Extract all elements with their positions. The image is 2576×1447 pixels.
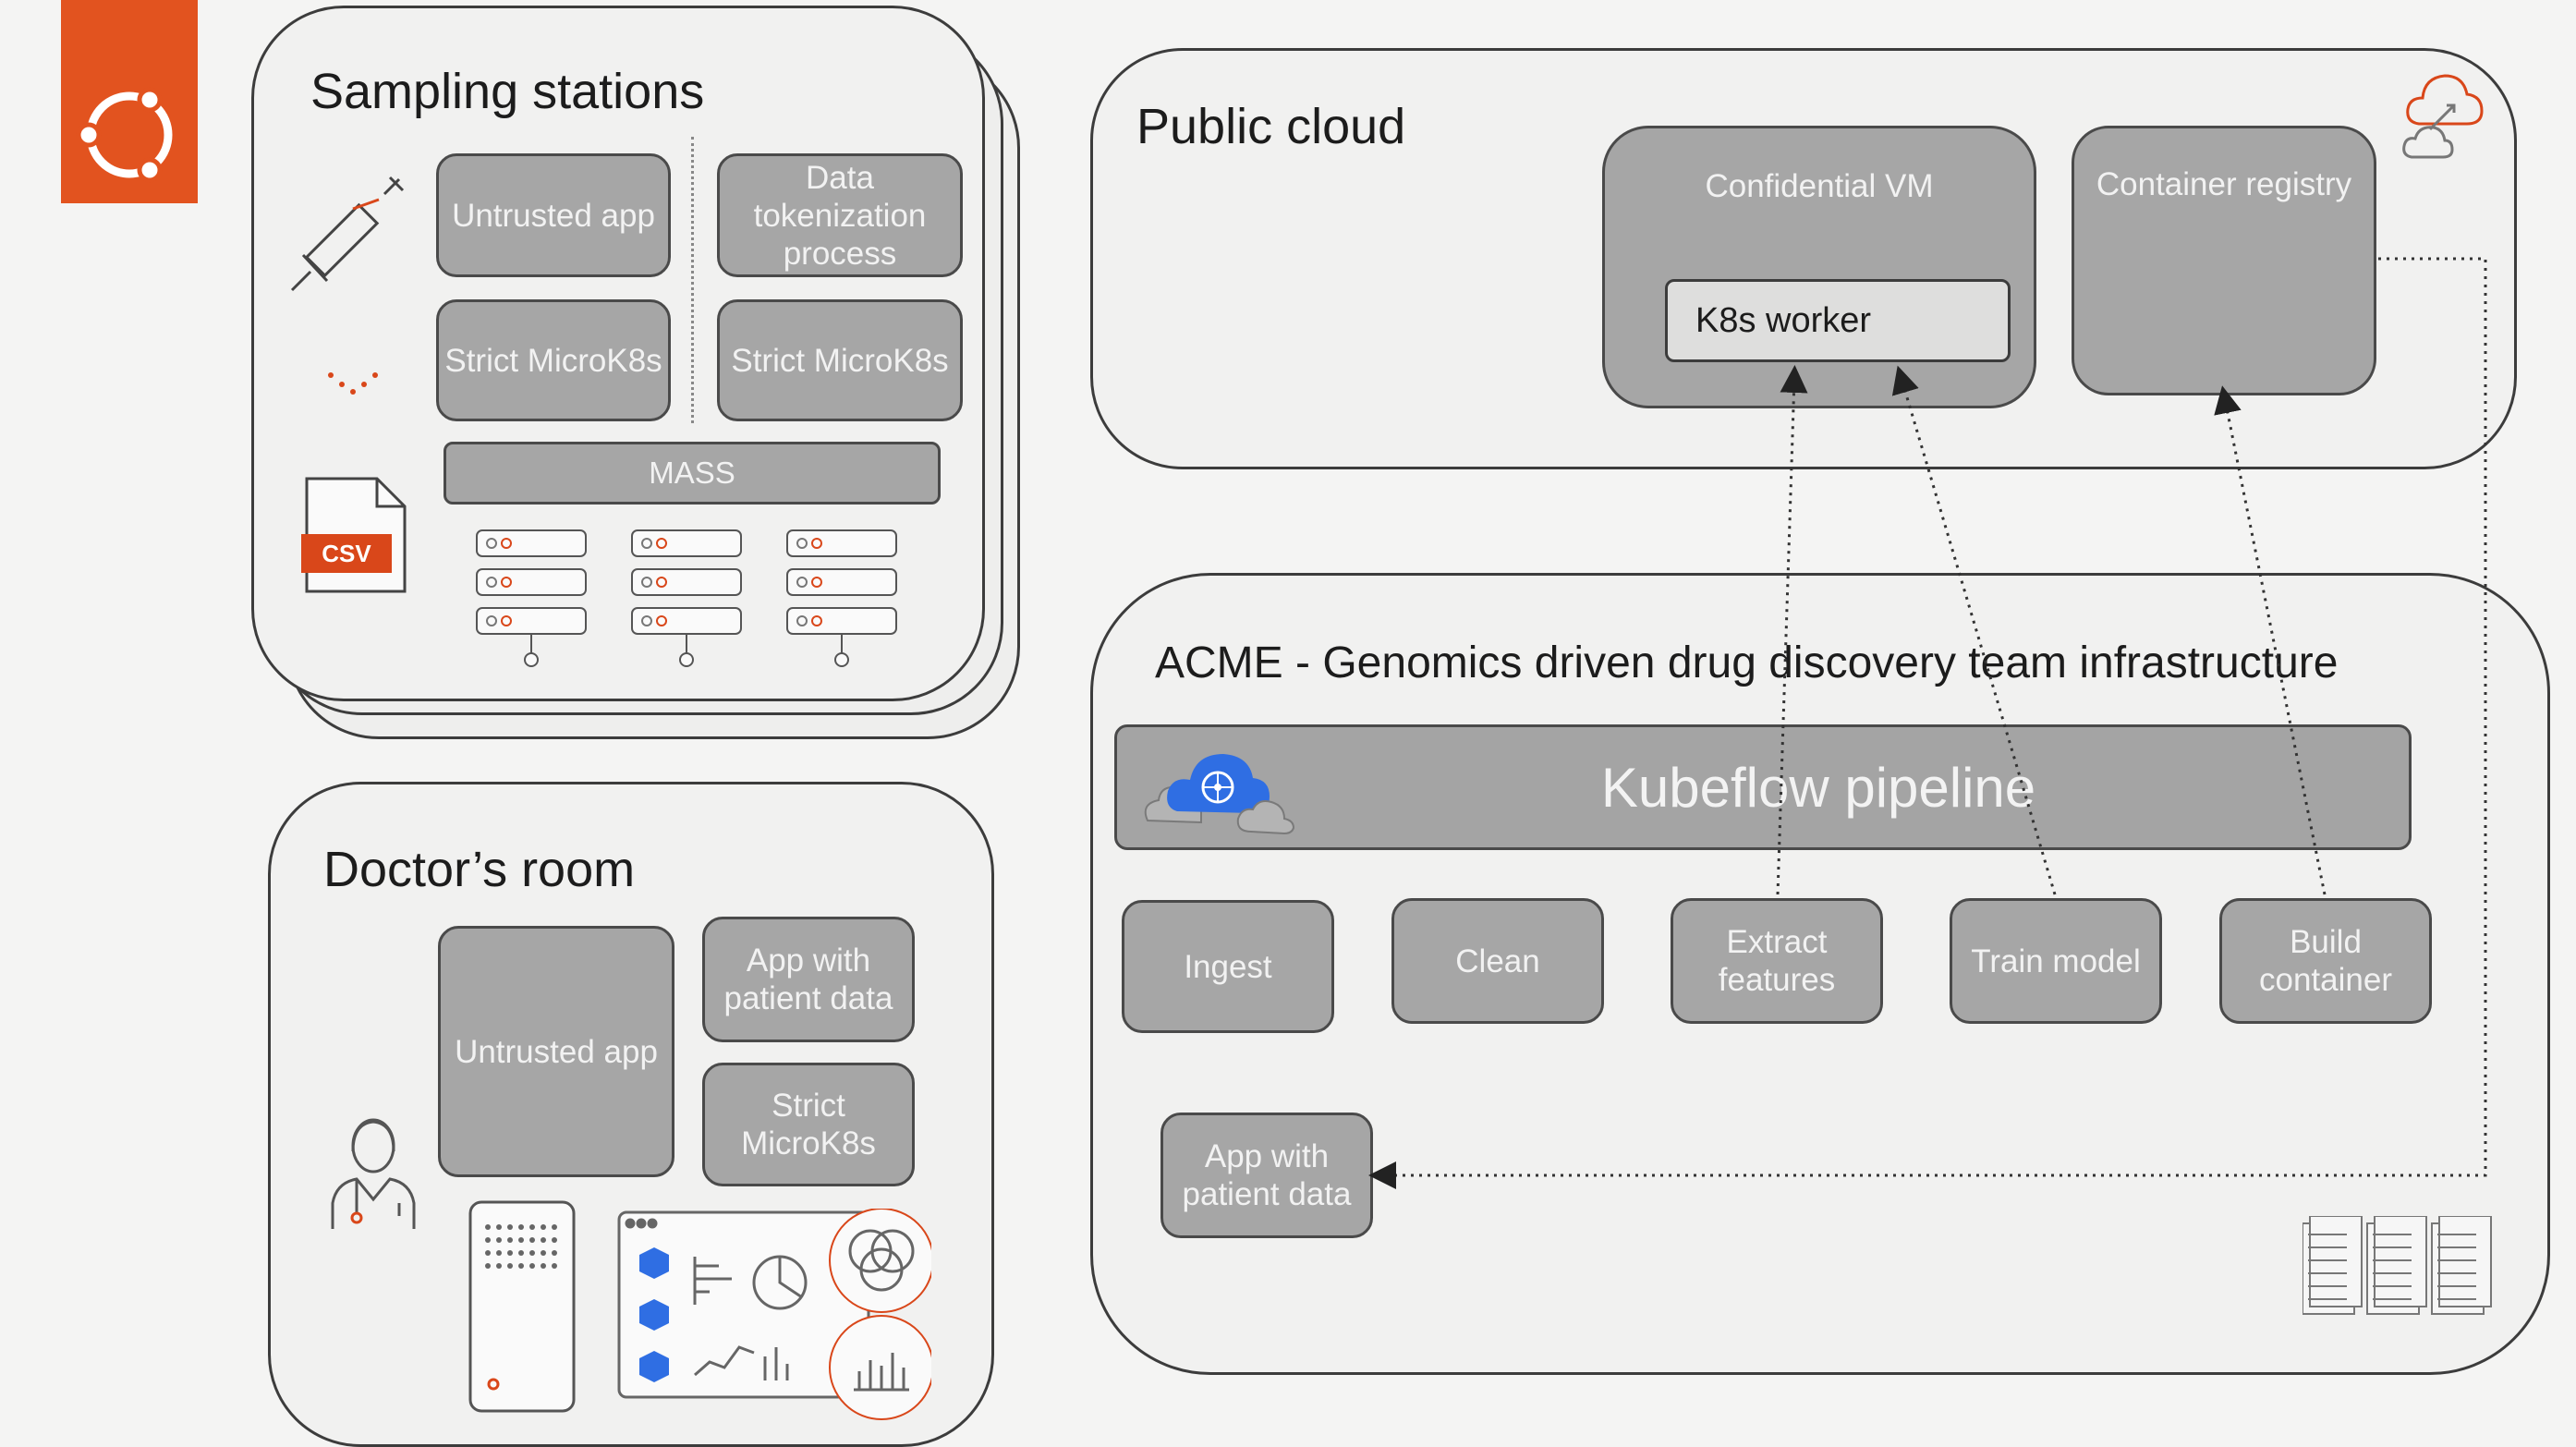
build-container-label: Build container <box>2259 924 2392 998</box>
untrusted-app-box-doctor: Untrusted app <box>438 926 674 1177</box>
doctor-icon <box>325 1114 421 1231</box>
mass-bar: MASS <box>444 442 941 505</box>
train-model-label: Train model <box>1971 942 2141 979</box>
extract-features-step: Extract features <box>1671 898 1883 1024</box>
app-patient-data-label-acme: App with patient data <box>1182 1138 1352 1212</box>
divider <box>691 137 695 423</box>
ingest-label: Ingest <box>1184 948 1272 985</box>
syringe-icon <box>288 172 418 301</box>
k8s-worker-label: K8s worker <box>1695 300 1872 340</box>
csv-badge: CSV <box>301 534 392 573</box>
clean-label: Clean <box>1455 942 1540 979</box>
confidential-vm-label: Confidential VM <box>1705 168 1934 204</box>
strict-microk8s-label-doctor: Strict MicroK8s <box>741 1088 876 1161</box>
dashboard-icon <box>617 1208 934 1430</box>
app-patient-data-box-doctor: App with patient data <box>702 917 915 1042</box>
ingest-step: Ingest <box>1122 900 1334 1033</box>
container-registry-box: Container registry <box>2072 126 2376 395</box>
kubeflow-cloud-icon <box>1140 739 1297 841</box>
app-patient-data-label-doctor: App with patient data <box>723 942 893 1016</box>
untrusted-app-label-doctor: Untrusted app <box>455 1033 658 1070</box>
phone-icon <box>468 1199 577 1414</box>
build-container-step: Build container <box>2219 898 2432 1024</box>
server-cluster-icon <box>2302 1215 2498 1319</box>
public-cloud-title: Public cloud <box>1136 99 1406 154</box>
ubuntu-logo-icon <box>61 0 198 203</box>
strict-microk8s-box-doctor: Strict MicroK8s <box>702 1063 915 1186</box>
mass-label: MASS <box>649 456 735 490</box>
extract-features-label: Extract features <box>1718 924 1836 998</box>
app-patient-data-box-acme: App with patient data <box>1160 1113 1373 1238</box>
k8s-worker-box: K8s worker <box>1665 279 2011 362</box>
strict-microk8s-box-1: Strict MicroK8s <box>436 299 671 421</box>
doctors-room-title: Doctor’s room <box>323 842 636 897</box>
acme-title: ACME - Genomics driven drug discovery te… <box>1155 638 2339 687</box>
untrusted-app-label: Untrusted app <box>452 197 655 234</box>
server-rack-icon <box>471 525 915 673</box>
train-model-step: Train model <box>1950 898 2162 1024</box>
confidential-vm-box: Confidential VM <box>1602 126 2036 408</box>
sampling-stations-title: Sampling stations <box>310 64 705 119</box>
strict-microk8s-label-1: Strict MicroK8s <box>444 342 662 379</box>
data-tokenization-label: Data tokenization process <box>753 159 927 272</box>
container-registry-label: Container registry <box>2096 166 2352 202</box>
kubeflow-pipeline-bar: Kubeflow pipeline <box>1114 724 2412 850</box>
drops-icon <box>325 368 381 401</box>
strict-microk8s-label-2: Strict MicroK8s <box>731 342 949 379</box>
kubeflow-pipeline-label: Kubeflow pipeline <box>1600 756 2036 819</box>
cloud-icon <box>2402 68 2485 164</box>
clean-step: Clean <box>1391 898 1604 1024</box>
untrusted-app-box: Untrusted app <box>436 153 671 277</box>
data-tokenization-box: Data tokenization process <box>717 153 963 277</box>
strict-microk8s-box-2: Strict MicroK8s <box>717 299 963 421</box>
